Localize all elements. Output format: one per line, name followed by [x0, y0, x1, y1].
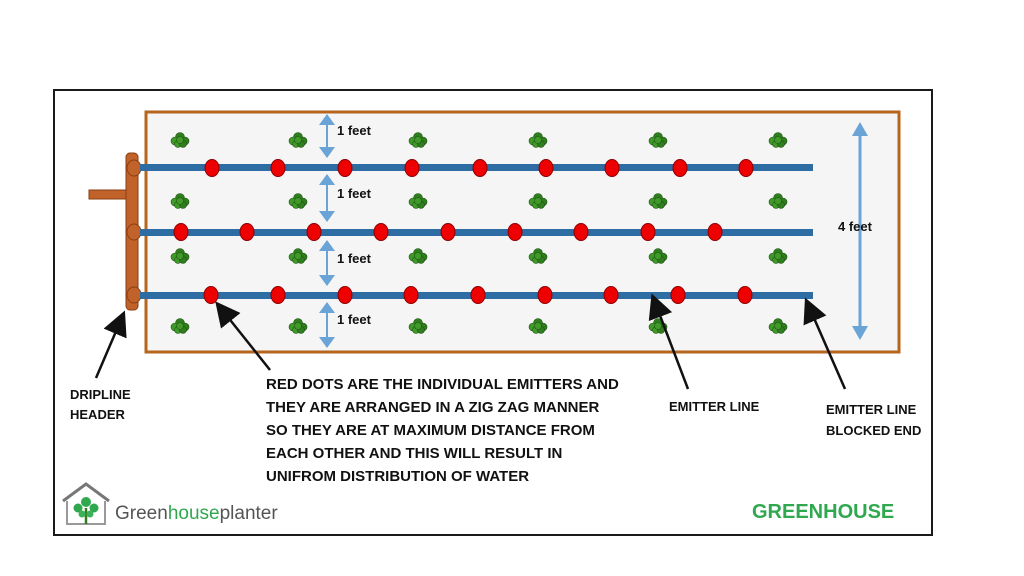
plant-icon [288, 132, 308, 148]
brand-part-planter: planter [219, 503, 278, 524]
plant-icon [528, 193, 548, 209]
dripline-label-line1: DRIPLINE [70, 387, 131, 402]
emitter-line-label: EMITTER LINE [669, 399, 760, 414]
plants [170, 132, 788, 334]
spacing-label-1: 1 feet [337, 123, 371, 138]
emitter-dot [403, 286, 419, 304]
spacing-arrow [319, 240, 335, 286]
plant-icon [408, 132, 428, 148]
emitter-dot [306, 223, 322, 241]
spacing-arrow [319, 302, 335, 348]
header-pointer [94, 310, 127, 379]
width-label: 4 feet [838, 219, 872, 234]
plant-icon [408, 193, 428, 209]
emitter-dot [470, 286, 486, 304]
plant-icon [408, 248, 428, 264]
note-line-1: RED DOTS ARE THE INDIVIDUAL EMITTERS AND [266, 376, 619, 393]
plant-icon [170, 248, 190, 264]
greenhouse-label: GREENHOUSE [752, 501, 895, 523]
blocked-end-pointer [803, 297, 847, 390]
note-line-5: UNIFROM DISTRIBUTION OF WATER [266, 468, 530, 485]
emitter-pointer [215, 301, 271, 371]
emitter-dot [707, 223, 723, 241]
emitter-dot [670, 286, 686, 304]
brand-part-house: house [167, 503, 220, 524]
plant-icon [648, 132, 668, 148]
emitter-dot [537, 286, 553, 304]
pointer-arrows [94, 293, 847, 390]
plant-icon [768, 132, 788, 148]
emitter-dot [672, 159, 688, 177]
diagram-frame [53, 89, 933, 536]
emitter-dot [270, 159, 286, 177]
brand-part-green: Green [115, 503, 168, 524]
emitter-dot [404, 159, 420, 177]
plant-icon [170, 318, 190, 334]
emitters [173, 159, 754, 304]
emitter-dot [373, 223, 389, 241]
emitter-dot [239, 223, 255, 241]
note-line-2: THEY ARE ARRANGED IN A ZIG ZAG MANNER [266, 399, 600, 416]
note-line-3: SO THEY ARE AT MAXIMUM DISTANCE FROM [266, 422, 595, 439]
note-line-4: EACH OTHER AND THIS WILL RESULT IN [266, 445, 563, 462]
plant-icon [768, 193, 788, 209]
emitter-dot [337, 286, 353, 304]
plant-icon [768, 248, 788, 264]
brand-name: Greenhouseplanter [115, 503, 278, 525]
spacing-arrows [319, 114, 335, 348]
spacing-label-3: 1 feet [337, 251, 371, 266]
spacing-arrow [319, 174, 335, 222]
spacing-label-4: 1 feet [337, 312, 371, 327]
emitter-dot [738, 159, 754, 177]
plant-icon [648, 193, 668, 209]
plant-icon [648, 318, 668, 334]
spacing-label-2: 1 feet [337, 186, 371, 201]
emitter-dot [173, 223, 189, 241]
plant-icon [170, 132, 190, 148]
emitter-dot [337, 159, 353, 177]
plant-icon [768, 318, 788, 334]
emitter-dot [472, 159, 488, 177]
emitter-dot [603, 286, 619, 304]
emitter-dot [270, 286, 286, 304]
emitter-dot [604, 159, 620, 177]
plant-icon [648, 248, 668, 264]
emitter-dot [573, 223, 589, 241]
emitter-dot [640, 223, 656, 241]
plant-icon [528, 132, 548, 148]
plant-icon [408, 318, 428, 334]
emitter-line-pointer [648, 293, 690, 390]
emitter-dot [203, 286, 219, 304]
plant-icon [288, 318, 308, 334]
blocked-end-label-line2: BLOCKED END [826, 423, 922, 438]
emitter-dot [737, 286, 753, 304]
emitter-dot [204, 159, 220, 177]
width-arrow [852, 122, 868, 340]
plant-icon [288, 193, 308, 209]
emitter-dot [440, 223, 456, 241]
plant-icon [288, 248, 308, 264]
spacing-arrow [319, 114, 335, 158]
dripline-header [88, 152, 142, 311]
blocked-end-label-line1: EMITTER LINE [826, 402, 917, 417]
greenhouse-logo-icon [62, 482, 110, 525]
dripline-label-line2: HEADER [70, 407, 125, 422]
plant-icon [170, 193, 190, 209]
plant-icon [528, 248, 548, 264]
plant-icon [528, 318, 548, 334]
emitter-dot [507, 223, 523, 241]
emitter-line-2 [140, 229, 813, 236]
emitter-dot [538, 159, 554, 177]
